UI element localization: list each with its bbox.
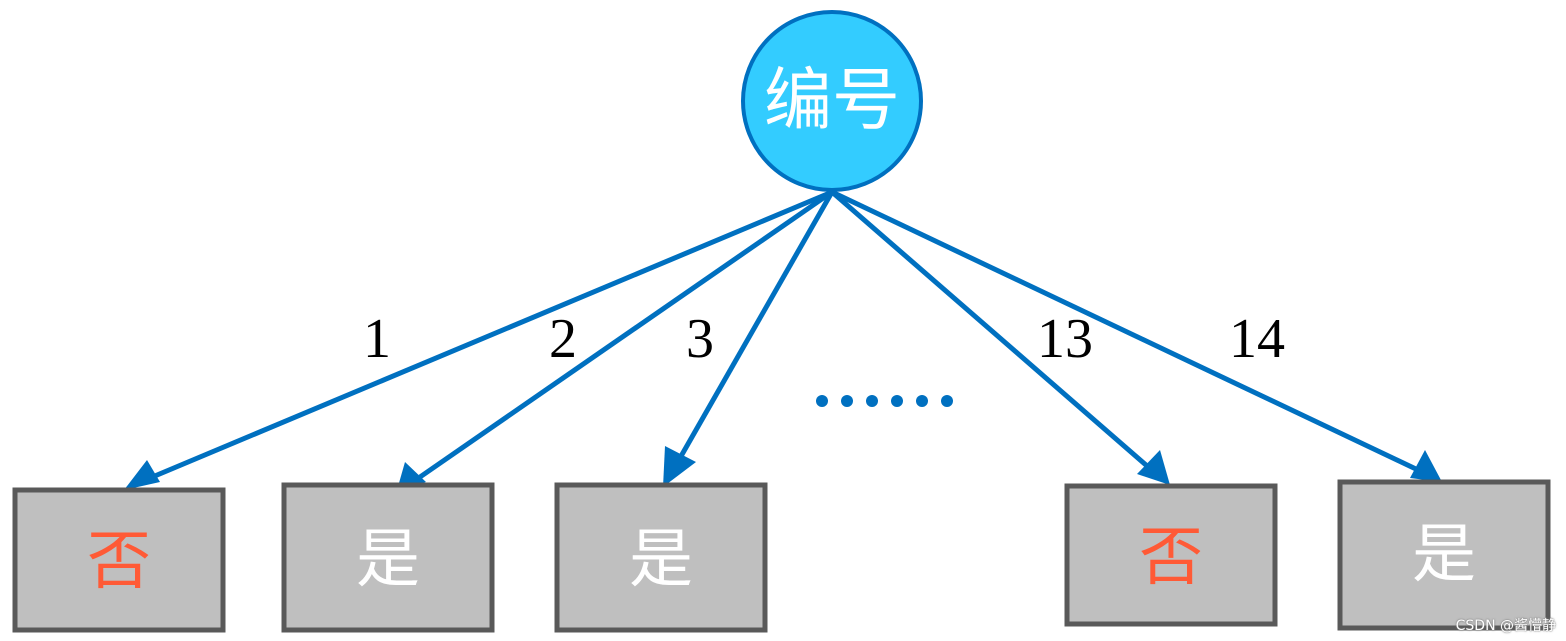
edge-label-3: 3: [686, 308, 714, 370]
root-circle: [741, 10, 923, 192]
leaf-node-5: 是: [1337, 479, 1551, 631]
leaf-box-1: [12, 487, 226, 633]
leaf-box-2: [281, 482, 495, 633]
leaf-label-1: 否: [87, 525, 151, 599]
edge-label-2: 2: [549, 308, 577, 370]
ellipsis-dots: [816, 395, 953, 407]
edges-group: [124, 189, 1442, 490]
edge-label-5: 14: [1229, 308, 1285, 370]
edge-line-4: [830, 190, 1148, 467]
ellipsis-dot: [816, 395, 828, 407]
ellipsis-dot: [841, 395, 853, 407]
arrow-head-5: [1410, 450, 1442, 482]
leaf-label-2: 是: [356, 523, 420, 597]
arrow-head-3: [663, 446, 696, 487]
leaf-node-2: 是: [281, 482, 495, 633]
leaf-label-5: 是: [1412, 518, 1476, 592]
edge-line-1: [149, 189, 833, 481]
root-label: 编号: [764, 62, 900, 141]
leaf-box-3: [554, 482, 768, 633]
leaf-box-4: [1064, 483, 1278, 627]
ellipsis-dot: [866, 395, 878, 407]
csdn-watermark: CSDN @酱懵静: [1455, 618, 1556, 634]
arrow-head-4: [1137, 450, 1170, 485]
edge-line-2: [418, 189, 834, 480]
leaf-label-3: 是: [629, 523, 693, 597]
edge-label-4: 13: [1037, 308, 1093, 370]
edge-label-1: 1: [363, 308, 391, 370]
leaf-node-3: 是: [554, 482, 768, 633]
leaf-box-5: [1337, 479, 1551, 631]
ellipsis-dot: [941, 395, 953, 407]
ellipsis-dot: [916, 395, 928, 407]
root-node: 编号: [741, 10, 923, 192]
leaf-node-1: 否: [12, 487, 226, 633]
leaf-label-4: 否: [1139, 521, 1203, 595]
edge-line-3: [677, 190, 835, 460]
ellipsis-dot: [891, 395, 903, 407]
edge-line-5: [830, 189, 1420, 473]
edge-labels-group: 1 2 3 13 14: [363, 308, 1285, 370]
arrow-head-1: [124, 460, 160, 490]
leaf-node-4: 否: [1064, 483, 1278, 627]
